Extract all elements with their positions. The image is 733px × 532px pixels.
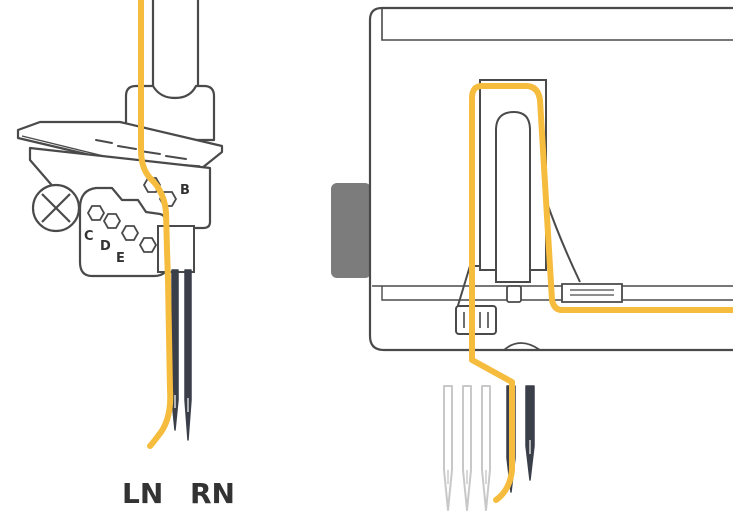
tension-guide	[561, 283, 623, 303]
hole-label-d: D	[100, 239, 111, 254]
hole-label-e: E	[116, 251, 125, 266]
needle-label-rn: RN	[190, 477, 235, 510]
needle-bar	[151, 0, 200, 100]
needle-label-ln: LN	[122, 477, 163, 510]
left-thread-path	[138, 0, 174, 449]
inactive-needles	[443, 385, 491, 511]
clamp-collar	[124, 84, 216, 142]
right-needle	[184, 269, 192, 441]
needle-holder	[157, 225, 195, 273]
hole-label-c: C	[84, 229, 94, 244]
right-figure-machine-head	[331, 6, 733, 511]
side-knob	[331, 183, 371, 278]
thread-guide-slot	[479, 79, 581, 303]
hole-label-b: B	[180, 183, 190, 198]
clamp-screw-icon	[31, 183, 81, 233]
right-thread-path	[469, 83, 733, 503]
left-figure-needle-clamp: B C D E LN RN	[16, 0, 235, 510]
left-needle	[171, 269, 179, 431]
